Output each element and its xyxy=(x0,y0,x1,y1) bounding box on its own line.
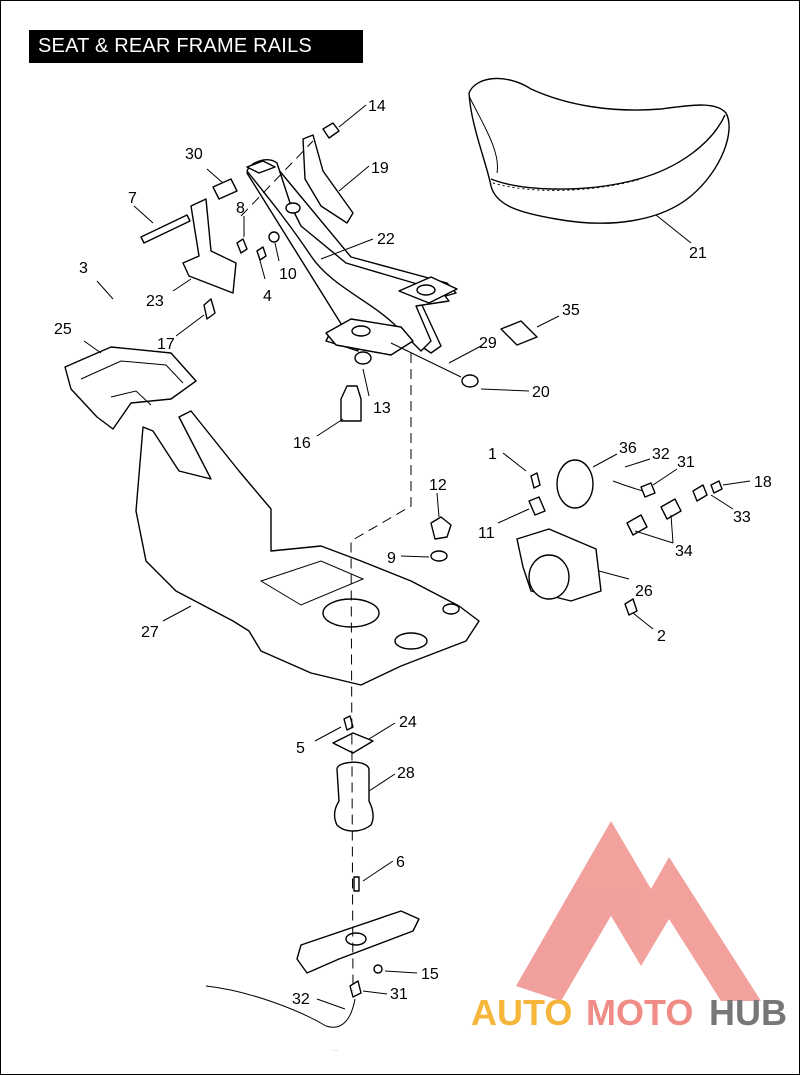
callout-10: 10 xyxy=(279,266,297,283)
callout-23: 23 xyxy=(146,293,164,310)
label-35-drawing xyxy=(500,320,538,346)
callout-29: 29 xyxy=(479,335,497,352)
callout-28: 28 xyxy=(397,765,415,782)
screw-4-drawing xyxy=(256,246,267,261)
callout-15: 15 xyxy=(421,966,439,983)
bracket-23-drawing xyxy=(182,198,237,294)
callout-33: 33 xyxy=(733,509,751,526)
logo-shape xyxy=(516,821,761,1001)
callout-13: 13 xyxy=(373,400,391,417)
washer-10-drawing xyxy=(268,231,280,243)
nut-11-drawing xyxy=(528,496,546,516)
callout-32: 32 xyxy=(652,446,670,463)
callout-9: 9 xyxy=(387,550,396,567)
bracket-19-drawing xyxy=(302,134,354,224)
callout-31: 31 xyxy=(677,454,695,471)
callout-25: 25 xyxy=(54,321,72,338)
callout-7: 7 xyxy=(128,190,137,207)
spacer-30-drawing xyxy=(212,178,238,200)
screw-1-drawing xyxy=(530,472,541,489)
callout-27: 27 xyxy=(141,624,159,641)
watermark-hub: HUB xyxy=(709,992,787,1033)
cover-25-drawing xyxy=(64,346,197,430)
connector-31-drawing xyxy=(640,482,656,498)
watermark-auto: AUTO xyxy=(471,992,572,1033)
callout-16: 16 xyxy=(293,435,311,452)
callout-1: 1 xyxy=(488,446,497,463)
callout-18: 18 xyxy=(754,474,772,491)
nut-12-drawing xyxy=(430,516,452,540)
bumper-28-drawing xyxy=(333,761,374,832)
connector-31b-drawing xyxy=(349,980,362,998)
pin-20-drawing xyxy=(461,374,479,388)
callout-3: 3 xyxy=(79,260,88,277)
nut-15-drawing xyxy=(373,964,383,974)
wire-32b-drawing xyxy=(205,985,356,1028)
screw-5-drawing xyxy=(343,715,354,731)
nut-14-drawing xyxy=(322,122,340,139)
callout-36: 36 xyxy=(619,440,637,457)
callout-24: 24 xyxy=(399,714,417,731)
callout-26: 26 xyxy=(635,583,653,600)
callout-22: 22 xyxy=(377,231,395,248)
callout-2: 2 xyxy=(657,628,666,645)
seat-drawing xyxy=(468,77,730,224)
callout-4: 4 xyxy=(263,288,272,305)
callout-labels: 1 2 3 4 5 6 7 8 9 10 11 12 13 14 15 16 1… xyxy=(54,98,772,1008)
frame-rail-drawing xyxy=(246,159,458,356)
connector-34a-drawing xyxy=(626,514,648,536)
assembly-line-2 xyxy=(240,140,314,217)
footer-text: ... xyxy=(331,1044,338,1053)
bracket-24-drawing xyxy=(332,732,374,754)
tray-27-drawing xyxy=(135,410,480,686)
callout-5: 5 xyxy=(296,740,305,757)
callout-6: 6 xyxy=(396,854,405,871)
connector-34b-drawing xyxy=(660,498,682,520)
callout-14: 14 xyxy=(368,98,386,115)
callout-8: 8 xyxy=(236,200,245,217)
screw-2-drawing xyxy=(624,598,638,616)
callout-34: 34 xyxy=(675,543,693,560)
cable-29-drawing xyxy=(390,342,462,378)
automotohub-logo xyxy=(516,821,761,1001)
callout-30: 30 xyxy=(185,146,203,163)
callout-31-lower: 31 xyxy=(390,986,408,1003)
callout-17: 17 xyxy=(157,336,175,353)
clip-17-drawing xyxy=(203,298,216,320)
watermark-moto: MOTO xyxy=(586,992,693,1033)
callout-11: 11 xyxy=(478,525,495,542)
callout-20: 20 xyxy=(532,384,550,401)
leader-lines xyxy=(83,104,751,1010)
logo-inner xyxy=(576,916,631,976)
callout-12: 12 xyxy=(429,477,447,494)
bumper-16-drawing xyxy=(340,385,362,422)
wire-32-drawing xyxy=(612,480,644,492)
washer-9-drawing xyxy=(430,550,448,562)
bolt-8-drawing xyxy=(236,238,248,254)
nut-13-drawing xyxy=(354,351,372,365)
terminal-18-drawing xyxy=(710,480,723,494)
bolt-7-drawing xyxy=(140,214,191,244)
lamp-36-drawing xyxy=(556,459,594,509)
connector-33-drawing xyxy=(692,484,708,502)
stud-6-drawing xyxy=(353,876,360,892)
callout-32-lower: 32 xyxy=(292,991,310,1008)
callout-35: 35 xyxy=(562,302,580,319)
callout-19: 19 xyxy=(371,160,389,177)
page-title: SEAT & REAR FRAME RAILS xyxy=(29,30,363,63)
callout-21: 21 xyxy=(689,245,707,262)
